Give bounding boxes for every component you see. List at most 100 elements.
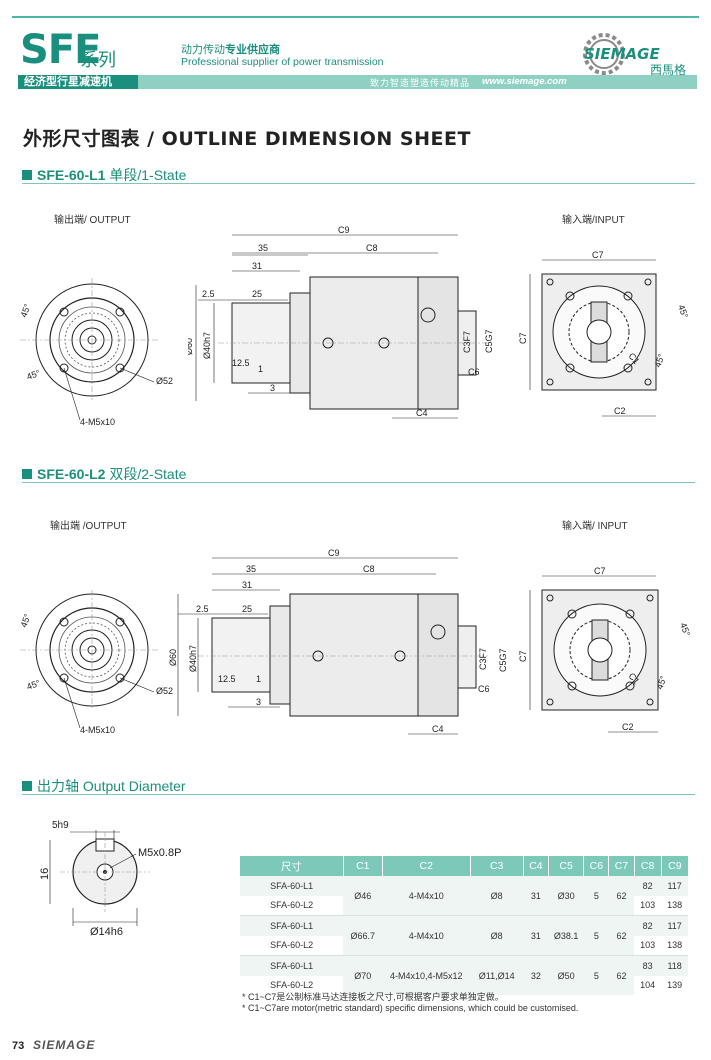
logo-text: SIEMAGE (584, 45, 660, 63)
table-cell: 117 (661, 915, 688, 936)
dim-c7: C7 (594, 566, 606, 576)
dim-c2: C2 (622, 722, 634, 732)
table-cell: 62 (608, 876, 635, 916)
table-header: C4 (523, 856, 550, 876)
pcd-label: Ø52 (156, 686, 173, 696)
table-row: SFA-60-L2 103 138 (240, 935, 688, 956)
table-header: C9 (661, 856, 688, 876)
siemage-logo: SIEMAGE 西馬格 (583, 33, 686, 77)
dim-1: 1 (258, 364, 263, 374)
section1-heading: SFE-60-L1 单段/1-State (22, 165, 186, 183)
table-header: C1 (343, 856, 383, 876)
section1-rule (22, 183, 695, 184)
dim-c7: C7 (518, 650, 528, 662)
angle-label: 45° (678, 621, 692, 638)
header-top-line (12, 16, 699, 18)
table-header: C3 (470, 856, 524, 876)
table-cell: 117 (661, 876, 688, 896)
angle-label: 45° (20, 612, 33, 629)
section2-input-label: 输入端/ INPUT (562, 521, 628, 532)
table-cell: SFA-60-L1 (240, 955, 344, 976)
dim-c9: C9 (338, 225, 350, 235)
dim-12-5: 12.5 (232, 358, 250, 368)
table-row: SFA-60-L2 104 139 (240, 975, 688, 995)
pcd-label: Ø52 (156, 376, 173, 386)
table-row: SFA-60-L2 103 138 (240, 895, 688, 916)
category-label: 经济型行星减速机 (18, 75, 138, 89)
section2-input-view: C7 C7 45° 45° C1 C2 (518, 566, 692, 733)
dim-c3: C3F7 (478, 648, 488, 670)
table-cell: 5 (583, 876, 609, 916)
dim-12-5: 12.5 (218, 674, 236, 684)
page-number: 73 (12, 1040, 25, 1052)
angle-label: 45° (20, 302, 33, 319)
table-cell: 4-M4x10 (382, 876, 471, 916)
dim-c7: C7 (592, 250, 604, 260)
table-cell: Ø11,Ø14 (470, 955, 524, 995)
website-url: www.siemage.com (482, 76, 567, 87)
table-cell: 4-M4x10 (382, 915, 471, 956)
table-cell: 103 (634, 935, 662, 956)
table-cell: 82 (634, 876, 662, 896)
table-cell: SFA-60-L2 (240, 975, 344, 995)
table-row: SFA-60-L1 Ø70 4-M4x10,4-M5x12 Ø11,Ø14 32… (240, 955, 688, 995)
table-cell: Ø8 (470, 915, 524, 956)
dim-c6: C6 (478, 684, 490, 694)
table-cell: Ø50 (548, 955, 584, 995)
table-cell: SFA-60-L1 (240, 876, 344, 896)
table-cell: 118 (661, 955, 688, 976)
table-header: C7 (608, 856, 635, 876)
supplier-cn-a: 动力传动 (181, 44, 225, 56)
table-cell: 104 (634, 975, 662, 995)
output-shaft-view: 5h9 M5x0.8P 16 Ø14h6 (39, 820, 181, 938)
note-cn: * C1~C7是公制标准马达连接板之尺寸,可根据客户要求单独定做。 (242, 992, 504, 1002)
table-cell: 83 (634, 955, 662, 976)
dim-phi40: Ø40h7 (188, 645, 198, 672)
table-cell: SFA-60-L2 (240, 895, 344, 916)
dim-c8: C8 (366, 243, 378, 253)
dim-25: 25 (252, 289, 262, 299)
section-marker (22, 781, 32, 791)
section2-side-view: C9 C8 35 31 2.5 25 Ø60 Ø40h7 12.5 1 3 C3… (168, 548, 508, 735)
table-header: 尺寸 (240, 856, 344, 876)
dim-c9: C9 (328, 548, 340, 558)
section2-output-view: 45° 45° Ø52 4-M5x10 (20, 590, 173, 735)
table-cell: 5 (583, 955, 609, 995)
table-cell: 82 (634, 915, 662, 936)
dim-c6: C6 (468, 367, 480, 377)
dim-c7: C7 (518, 332, 528, 344)
table-cell: Ø8 (470, 876, 524, 916)
table-cell: Ø70 (343, 955, 383, 995)
angle-label: 45° (676, 303, 690, 320)
table-header-row: 尺寸 C1 C2 C3 C4 C5 C6 C7 C8 C9 (240, 856, 688, 876)
table-cell: 62 (608, 915, 635, 956)
table-cell: 4-M4x10,4-M5x12 (382, 955, 471, 995)
table-cell: Ø66.7 (343, 915, 383, 956)
dim-c2: C2 (614, 406, 626, 416)
dim-phi60: Ø60 (188, 338, 194, 355)
table-header: C8 (634, 856, 662, 876)
dim-c5: C5G7 (484, 329, 494, 353)
table-cell: 138 (661, 935, 688, 956)
section1-input-label: 输入端/INPUT (562, 215, 625, 226)
table-cell: 139 (661, 975, 688, 995)
table-cell: 31 (523, 876, 549, 916)
dim-1: 1 (256, 674, 261, 684)
angle-label: 45° (25, 678, 42, 692)
section2-stage: 双段/2-State (109, 466, 187, 482)
angle-label: 45° (654, 674, 668, 691)
thread-size-label: M5x0.8P (138, 847, 181, 859)
dim-phi60: Ø60 (168, 649, 178, 666)
key-width-label: 5h9 (52, 820, 69, 831)
dim-c8: C8 (363, 564, 375, 574)
dim-2-5: 2.5 (196, 604, 209, 614)
section1-input-view: C7 C7 45° 45° C1 C2 (518, 250, 690, 417)
table-header: C5 (548, 856, 585, 876)
table-row: SFA-60-L1 Ø46 4-M4x10 Ø8 31 Ø30 5 62 82 … (240, 876, 688, 916)
table-cell: 32 (523, 955, 549, 995)
section2-rule (22, 482, 695, 483)
dim-c5: C5G7 (498, 648, 508, 672)
footer-brand: SIEMAGE (33, 1038, 96, 1052)
table-cell: 138 (661, 895, 688, 916)
table-cell: 62 (608, 955, 635, 995)
